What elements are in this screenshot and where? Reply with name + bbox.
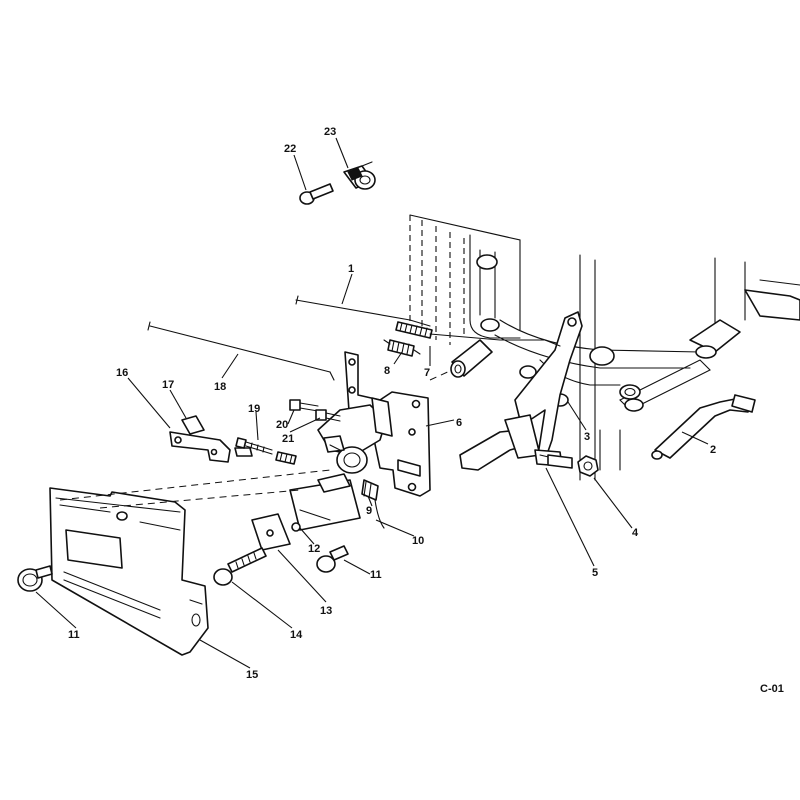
callout-10: 10 (412, 535, 424, 547)
callout-2: 2 (710, 444, 716, 456)
callout-20: 20 (276, 419, 288, 431)
part-15-cover-plate (49, 469, 331, 656)
part-23-clip (343, 161, 376, 190)
part-4-nut (577, 455, 599, 477)
bolt-11-left (17, 565, 53, 592)
part-19-screw (235, 437, 273, 455)
callout-1: 1 (348, 263, 354, 275)
callout-11-left: 11 (68, 629, 80, 641)
callout-22: 22 (284, 143, 296, 155)
callout-23: 23 (324, 126, 336, 138)
part-20-screw (289, 399, 319, 412)
part-22-screw (299, 183, 334, 205)
callout-13: 13 (320, 605, 332, 617)
callout-18: 18 (214, 381, 226, 393)
drawing-code: C-01 (760, 683, 784, 695)
callout-9: 9 (366, 505, 372, 517)
callout-16: 16 (116, 367, 128, 379)
callout-14: 14 (290, 629, 303, 641)
callout-4: 4 (632, 527, 639, 539)
part-7-bushing (429, 339, 493, 381)
callout-19: 19 (248, 403, 260, 415)
part-18-long-rod (147, 321, 335, 381)
callout-6: 6 (456, 417, 462, 429)
callout-11-right: 11 (370, 569, 382, 581)
bolt-14 (213, 547, 267, 586)
callout-labels: 1 2 3 4 5 6 7 8 9 10 11 11 12 13 14 15 1… (68, 126, 716, 681)
small-spring (275, 451, 297, 465)
bolt-11-right (316, 545, 349, 573)
part-12-bracket (289, 473, 361, 532)
callout-5: 5 (592, 567, 598, 579)
callout-21: 21 (282, 433, 294, 445)
leader-lines (35, 137, 709, 669)
callout-17: 17 (162, 379, 174, 391)
callout-7: 7 (424, 367, 430, 379)
callout-8: 8 (384, 365, 390, 377)
callout-3: 3 (584, 431, 590, 443)
part-8-spring (383, 339, 421, 357)
callout-12: 12 (308, 543, 320, 555)
part-13-clip (251, 513, 291, 551)
lever-assembly (317, 397, 393, 529)
part-2-rod (651, 394, 756, 460)
engine-block (409, 214, 800, 481)
part-1-link-rod (295, 295, 561, 347)
part-5-lever-bracket (459, 311, 583, 471)
part-16-17-clamp (169, 415, 253, 463)
part-21-screw (315, 409, 341, 422)
callout-15: 15 (246, 669, 258, 681)
